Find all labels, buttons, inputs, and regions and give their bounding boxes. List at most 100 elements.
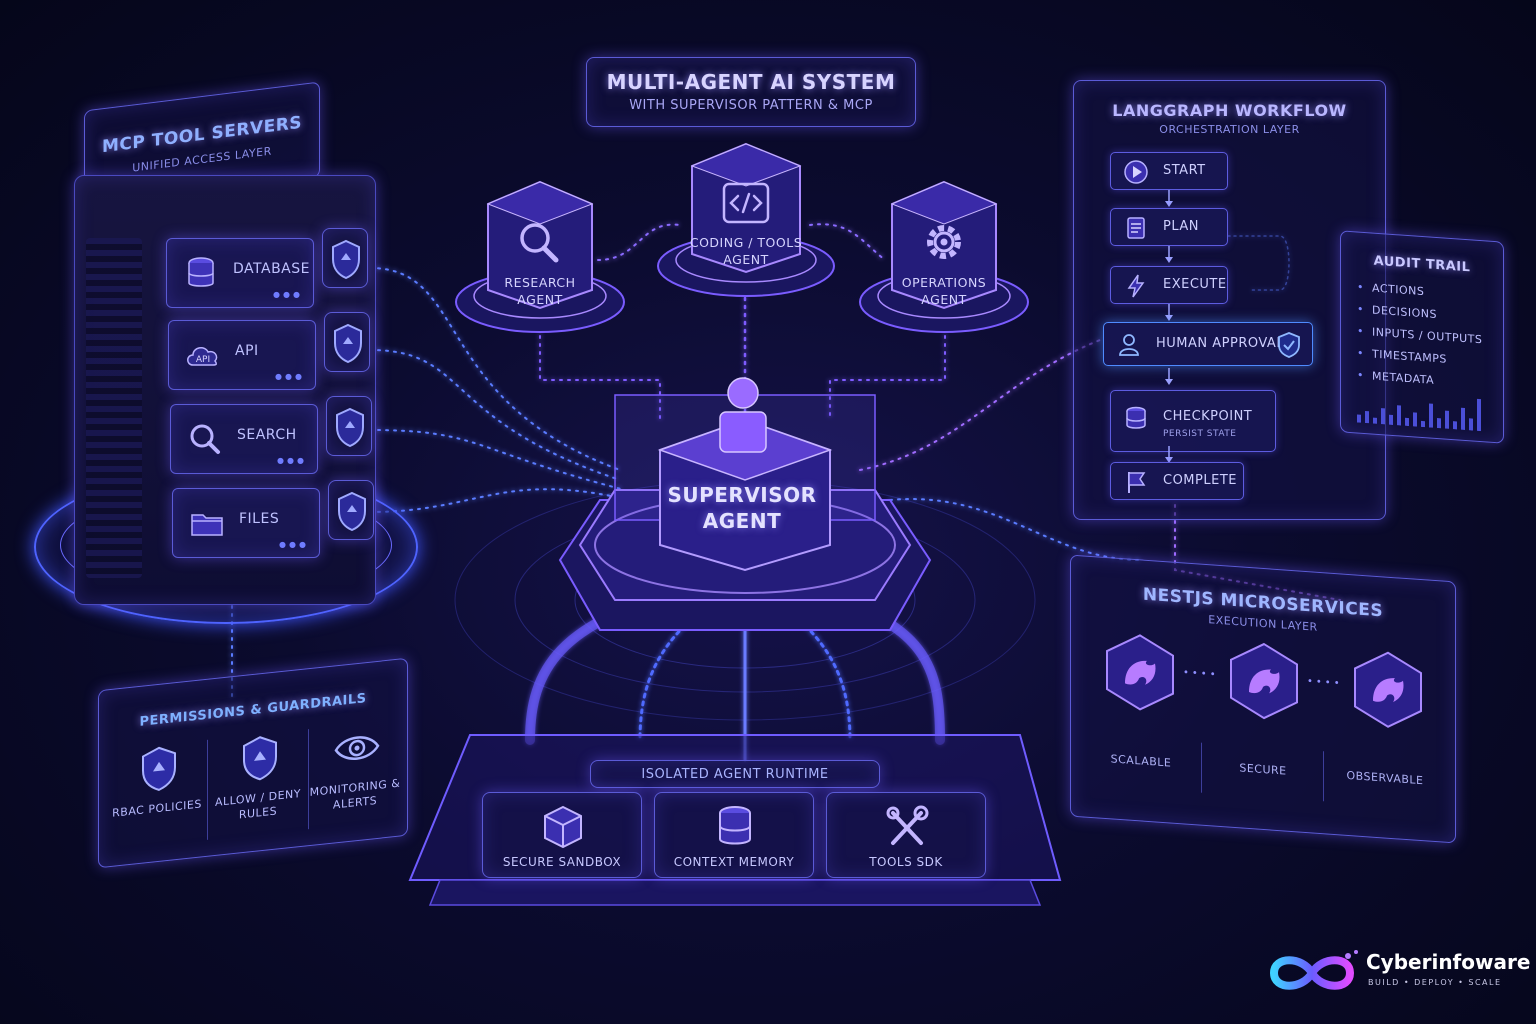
database-icon [719,806,751,845]
workflow-step-plan[interactable]: PLAN [1110,208,1228,246]
server-shield-search [326,396,372,456]
database-icon [188,257,214,287]
feature-label: SECURE [1239,761,1287,778]
flag-icon [1128,472,1146,493]
status-dots: ●●● [273,290,303,299]
diagram-subtitle: WITH SUPERVISOR PATTERN & MCP [629,98,873,113]
agent-hex-frame [657,142,835,297]
runtime-title-bar: ISOLATED AGENT RUNTIME [590,760,880,788]
server-label: API [235,343,259,359]
runtime-title: ISOLATED AGENT RUNTIME [641,767,829,782]
mcp-server-search[interactable]: SEARCH ●●● [170,404,318,474]
server-label: DATABASE [233,261,310,277]
server-label: SEARCH [237,427,297,443]
agent-name-line2: AGENT [517,292,563,307]
permission-label: ALLOW / DENY RULES [215,786,301,822]
person-icon [1119,334,1139,356]
arrow-down-icon [1165,446,1173,463]
nestjs-logo-icon [1354,651,1422,728]
step-label: PLAN [1163,219,1199,234]
audit-bar-sparkline [1357,398,1481,432]
magnifier-icon [520,223,559,263]
nestjs-service-node[interactable] [1351,647,1425,732]
workflow-step-human-approval[interactable]: HUMAN APPROVAL [1103,322,1313,366]
agent-name-line2: AGENT [921,292,967,307]
permission-allow-deny[interactable]: ALLOW / DENY RULES [207,729,309,840]
feature-label: OBSERVABLE [1346,768,1424,788]
infinity-logo-icon [1269,950,1358,990]
title-box: MULTI-AGENT AI SYSTEM WITH SUPERVISOR PA… [586,57,916,127]
lightning-icon [1127,274,1145,298]
nestjs-logo-icon [1230,642,1298,720]
code-icon [722,182,770,224]
workflow-step-start[interactable]: START [1110,152,1228,190]
runtime-item-label: SECURE SANDBOX [502,855,622,869]
research-agent[interactable]: RESEARCH AGENT [452,178,628,338]
runtime-context-memory[interactable]: CONTEXT MEMORY [654,792,814,878]
node-connector-dots: •••• [1307,676,1343,690]
shield-icon [338,491,366,532]
workflow-step-execute[interactable]: EXECUTE [1110,266,1228,304]
cyberinfoware-logo: Cyberinfoware BUILD • DEPLOY • SCALE [1262,946,1530,1000]
nestjs-service-node[interactable] [1227,638,1301,723]
step-label: START [1163,163,1206,178]
rack-vents [86,238,142,578]
step-sublabel: PERSIST STATE [1163,429,1237,439]
status-dots: ●●● [275,372,305,381]
shield-icon [142,746,176,791]
permission-rbac[interactable]: RBAC POLICIES [107,740,207,851]
shield-icon [334,323,362,364]
nestjs-feature: SECURE [1203,742,1324,802]
runtime-tools-sdk[interactable]: TOOLS SDK [826,792,986,878]
agent-name-line1: CODING / TOOLS [689,235,803,250]
diagram-title: MULTI-AGENT AI SYSTEM [606,70,896,94]
feature-label: SCALABLE [1110,752,1172,770]
document-icon [1127,217,1145,239]
arrow-down-icon [1165,304,1173,321]
svg-text:API: API [196,355,210,365]
operations-agent[interactable]: OPERATIONS AGENT [856,178,1032,338]
step-label: HUMAN APPROVAL [1156,336,1285,351]
logo-tagline: BUILD • DEPLOY • SCALE [1368,978,1502,987]
workflow-step-checkpoint[interactable]: CHECKPOINT PERSIST STATE [1110,390,1276,452]
eye-icon [334,736,380,760]
workflow-step-complete[interactable]: COMPLETE [1110,462,1244,500]
audit-list: ACTIONS DECISIONS INPUTS / OUTPUTS TIMES… [1357,276,1482,395]
gear-icon [927,225,961,259]
server-shield-database [322,228,368,288]
nestjs-logo-icon [1106,634,1174,711]
nestjs-service-node[interactable] [1103,630,1177,715]
arrow-down-icon [1165,246,1173,263]
supervisor-name-line1: SUPERVISOR [667,483,817,507]
permissions-guardrails-panel: PERMISSIONS & GUARDRAILS RBAC POLICIES A… [98,657,408,869]
nestjs-feature: SCALABLE [1081,734,1202,793]
runtime-item-label: TOOLS SDK [869,855,943,869]
play-icon [1124,160,1148,184]
mcp-server-api[interactable]: API API ●●● [168,320,316,390]
runtime-secure-sandbox[interactable]: SECURE SANDBOX [482,792,642,878]
shield-icon [243,736,277,781]
mcp-server-files[interactable]: FILES ●●● [172,488,320,558]
server-label: FILES [239,511,280,527]
tools-icon [886,805,929,845]
arrow-down-icon [1165,190,1173,207]
supervisor-platform [558,394,932,631]
nestjs-feature: OBSERVABLE [1325,751,1445,809]
permission-monitoring[interactable]: MONITORING & ALERTS [305,719,405,830]
cube-icon [544,805,582,849]
langgraph-title: LANGGRAPH WORKFLOW [1112,101,1347,120]
agent-name-line1: OPERATIONS [901,275,987,290]
database-icon [1126,406,1146,429]
supervisor-name-line2: AGENT [702,509,782,533]
mcp-server-database[interactable]: DATABASE ●●● [166,238,314,308]
coding-tools-agent[interactable]: CODING / TOOLS AGENT [656,140,836,300]
status-dots: ●●● [277,456,307,465]
supervisor-agent[interactable]: SUPERVISOR AGENT [656,482,828,534]
step-label: CHECKPOINT [1163,409,1253,424]
logo-name: Cyberinfoware [1366,950,1531,974]
search-icon [190,424,220,454]
server-shield-files [328,480,374,540]
nestjs-microservices-panel: NESTJS MICROSERVICES EXECUTION LAYER •••… [1070,554,1456,844]
shield-icon [332,239,360,280]
agent-hex-frame [455,180,625,333]
